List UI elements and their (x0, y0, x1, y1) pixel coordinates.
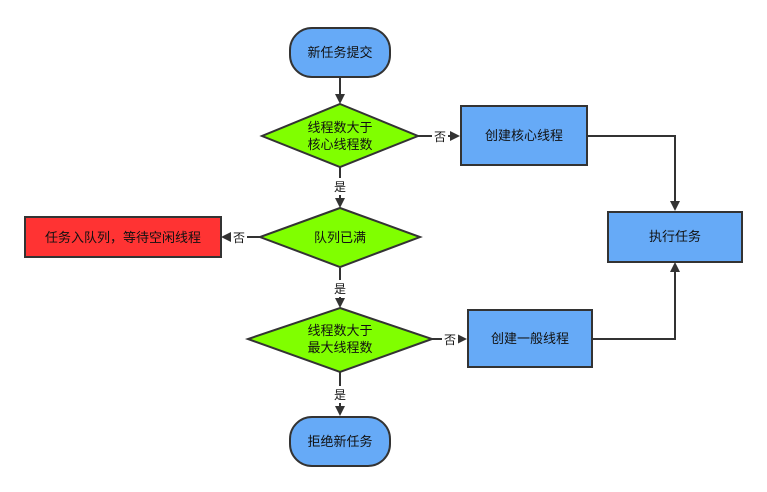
node-cond-core-label-2: 核心线程数 (307, 138, 372, 153)
node-enqueue-label: 任务入队列，等待空闲线程 (45, 230, 201, 246)
node-reject-label: 拒绝新任务 (307, 434, 372, 450)
node-create-normal-label: 创建一般线程 (491, 331, 569, 347)
node-create-normal: 创建一般线程 (467, 309, 593, 368)
node-execute: 执行任务 (607, 211, 743, 263)
node-cond-max-label-2: 最大线程数 (307, 341, 372, 356)
node-cond-max: 线程数大于 最大线程数 (244, 306, 436, 374)
label-yes-queue: 是 (334, 282, 346, 296)
node-reject: 拒绝新任务 (289, 416, 391, 467)
node-queue-full: 队列已满 (257, 206, 423, 269)
label-no-queue: 否 (233, 231, 245, 245)
label-no-core: 否 (434, 130, 446, 144)
node-queue-full-label: 队列已满 (314, 231, 366, 246)
node-create-core: 创建核心线程 (460, 105, 588, 166)
edge-create-normal-to-execute (592, 262, 680, 340)
node-start-label: 新任务提交 (307, 45, 372, 61)
node-enqueue: 任务入队列，等待空闲线程 (24, 216, 222, 258)
node-cond-core: 线程数大于 核心线程数 (259, 102, 421, 169)
edge-create-core-to-execute (587, 135, 680, 211)
node-execute-label: 执行任务 (649, 229, 701, 245)
label-yes-core: 是 (334, 180, 346, 194)
node-create-core-label: 创建核心线程 (485, 129, 563, 144)
node-cond-max-label-1: 线程数大于 (307, 324, 372, 339)
label-yes-max: 是 (334, 388, 346, 402)
node-start: 新任务提交 (289, 27, 391, 78)
node-cond-core-label-1: 线程数大于 (307, 121, 372, 136)
label-no-max: 否 (444, 333, 456, 347)
